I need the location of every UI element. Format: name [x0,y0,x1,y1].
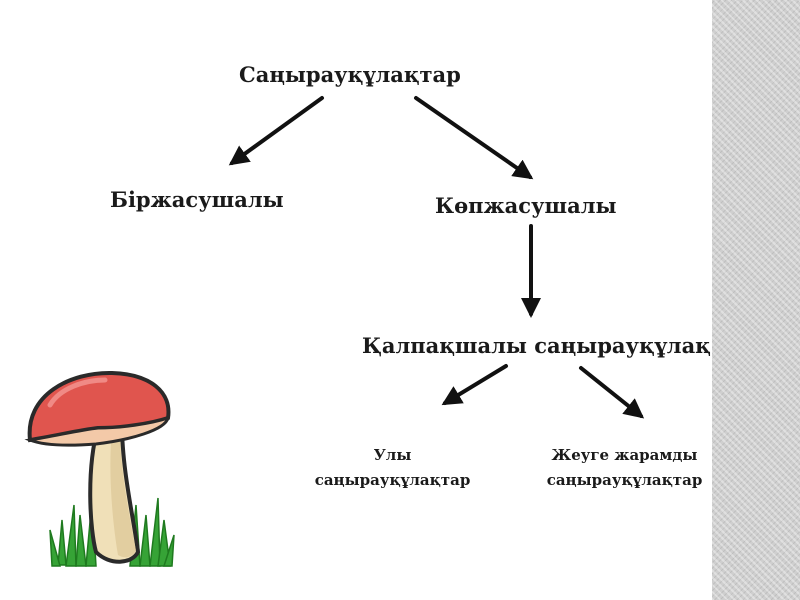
arrow-root-to-unicellular [228,96,324,166]
mushroom-cap-highlight [47,377,108,408]
node-edible-line2: саңырауқұлақтар [546,471,703,489]
node-cap-mushrooms: Қалпақшалы саңырауқұлақ [362,333,711,358]
node-poisonous-line1: Улы [373,446,412,464]
node-poisonous: Улы саңырауқұлақтар [300,443,485,493]
node-edible: Жеуге жарамды саңырауқұлақтар [532,443,717,493]
node-multicellular: Көпжасушалы [435,193,617,218]
mushroom-cap-underside [24,415,171,447]
arrow-cap-to-poisonous [441,364,508,406]
node-unicellular: Біржасушалы [110,187,284,212]
decorative-side-stripe [712,0,800,600]
arrow-cap-to-edible [579,366,645,419]
node-poisonous-line2: саңырауқұлақтар [314,471,471,489]
node-root: Саңырауқұлақтар [239,62,461,87]
node-edible-line1: Жеуге жарамды [551,446,698,464]
mushroom-stem-shade [110,430,136,558]
arrow-root-to-multicellular [414,96,534,180]
